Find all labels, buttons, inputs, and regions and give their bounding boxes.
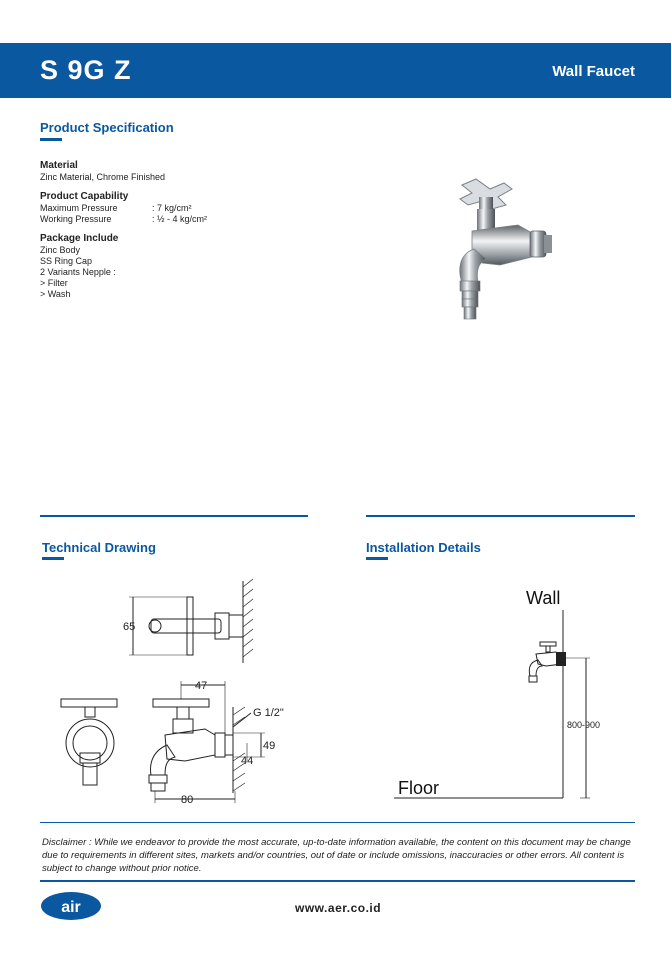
- product-type: Wall Faucet: [552, 63, 635, 80]
- package-item: SS Ring Cap: [40, 256, 93, 266]
- package-heading: Package Include: [40, 233, 119, 244]
- faucet-product-image: [459, 178, 552, 320]
- divider-right: [366, 515, 635, 517]
- material-heading: Material: [40, 160, 78, 171]
- dim-44: 44: [241, 755, 253, 767]
- model-code: S 9G Z: [40, 55, 132, 85]
- capability-group: Product Capability Maximum Pressure : 7 …: [40, 191, 300, 225]
- working-pressure-label: Working Pressure: [40, 214, 112, 224]
- installation-underline: [366, 557, 388, 560]
- dim-49: 49: [263, 740, 275, 752]
- logo-text: air: [61, 899, 81, 916]
- dim-80: 80: [181, 794, 193, 806]
- disclaimer: Disclaimer : While we endeavor to provid…: [42, 837, 631, 874]
- divider-footer: [40, 880, 635, 882]
- height-range: 800-900: [567, 720, 600, 730]
- package-item: Zinc Body: [40, 245, 81, 255]
- package-item: 2 Variants Nepple :: [40, 267, 116, 277]
- website-link[interactable]: www.aer.co.id: [295, 901, 382, 915]
- package-item: > Wash: [40, 289, 71, 299]
- max-pressure-label: Maximum Pressure: [40, 203, 118, 213]
- installation-diagram: Wall Floor 800-900: [394, 588, 600, 799]
- air-logo: air: [41, 892, 101, 920]
- max-pressure-value: : 7 kg/cm²: [152, 203, 192, 213]
- technical-drawing: 65 47 G 1/2" 49 44 80: [60, 578, 284, 806]
- spec-block: Material Zinc Material, Chrome Finished …: [40, 160, 300, 308]
- spec-row: Working Pressure : ½ - 4 kg/cm²: [40, 214, 300, 225]
- material-group: Material Zinc Material, Chrome Finished: [40, 160, 300, 183]
- divider-left: [40, 515, 308, 517]
- spec-title: Product Specification: [40, 120, 174, 135]
- working-pressure-value: : ½ - 4 kg/cm²: [152, 214, 208, 224]
- capability-heading: Product Capability: [40, 191, 129, 202]
- package-group: Package Include Zinc Body SS Ring Cap 2 …: [40, 233, 300, 300]
- technical-drawing-title: Technical Drawing: [42, 540, 156, 555]
- technical-drawing-underline: [42, 557, 64, 560]
- material-value: Zinc Material, Chrome Finished: [40, 172, 166, 182]
- floor-label: Floor: [398, 778, 439, 798]
- dim-65: 65: [123, 621, 135, 633]
- divider-disclaimer-top: [40, 822, 635, 823]
- spec-row: Maximum Pressure : 7 kg/cm²: [40, 203, 300, 214]
- installation-title: Installation Details: [366, 540, 481, 555]
- header-bar: S 9G Z Wall Faucet: [0, 43, 671, 98]
- dim-47: 47: [195, 680, 207, 692]
- spec-title-underline: [40, 138, 62, 141]
- dim-thread: G 1/2": [253, 707, 284, 719]
- package-item: > Filter: [40, 278, 68, 288]
- wall-label: Wall: [526, 588, 560, 608]
